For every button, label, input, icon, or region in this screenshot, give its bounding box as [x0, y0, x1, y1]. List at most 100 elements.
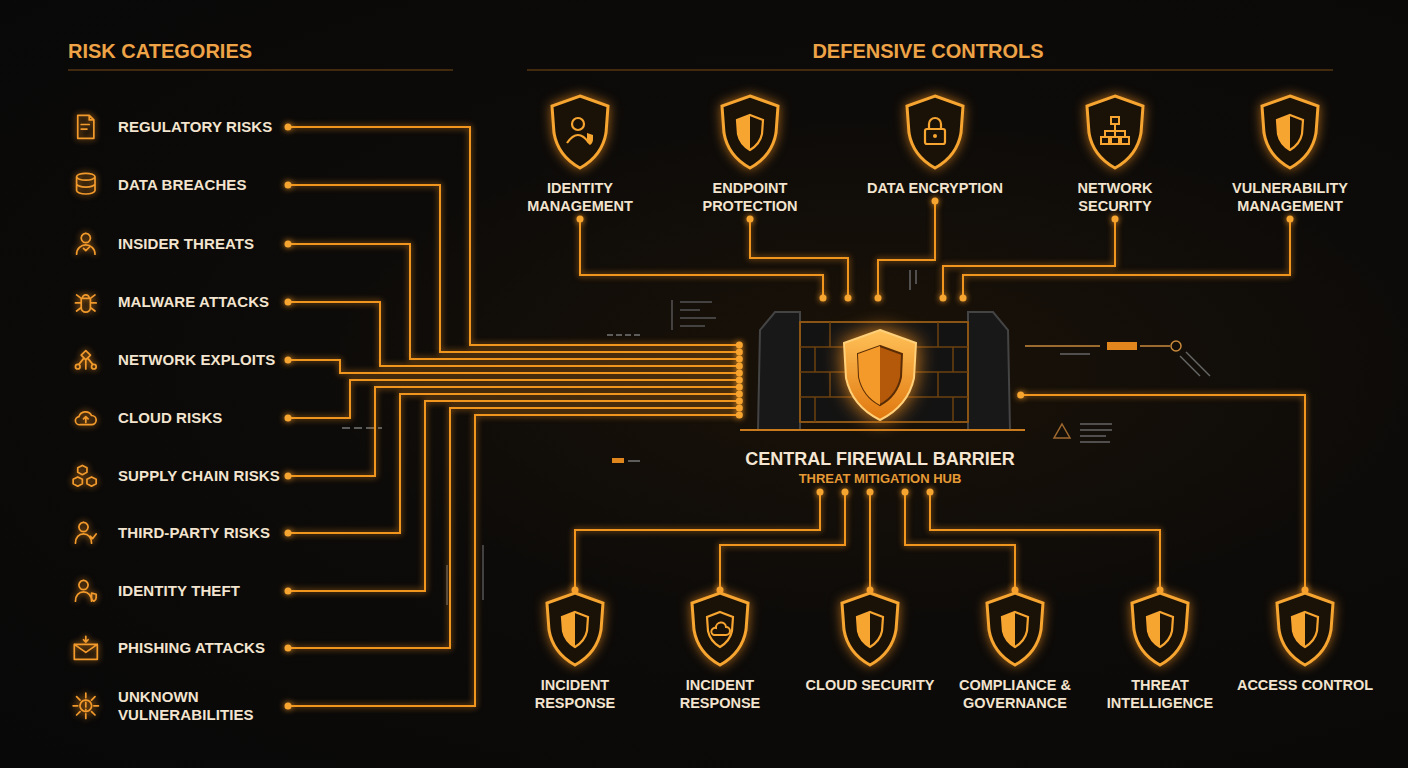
- node-label: MALWARE ATTACKS: [118, 293, 282, 311]
- shield-outline: [1082, 93, 1148, 171]
- control-shield: CLOUD SECURITY: [800, 590, 940, 698]
- connector-group: [747, 216, 852, 302]
- risk-icon: [75, 295, 96, 312]
- connector: [288, 408, 739, 648]
- node-label: INSIDER THREATS: [118, 235, 282, 253]
- connector-dot: [577, 216, 584, 223]
- shield-outline: [717, 93, 783, 171]
- risk-item: INSIDER THREATS: [118, 233, 288, 255]
- connector-dot: [867, 489, 874, 496]
- node-label: REGULATORY RISKS: [118, 118, 282, 136]
- control-shield: IDENTITY MANAGEMENT: [510, 93, 650, 219]
- node-label: SUPPLY CHAIN RISKS: [118, 467, 282, 485]
- node-label: CLOUD RISKS: [118, 409, 282, 427]
- risk-item: PHISHING ATTACKS: [118, 637, 288, 659]
- connector-group: [285, 398, 743, 595]
- node-label: UNKNOWN VULNERABILITIES: [118, 688, 282, 724]
- shield-outline: [542, 590, 608, 668]
- connector-dot: [736, 384, 743, 391]
- node-label: COMPLIANCE & GOVERNANCE: [945, 676, 1085, 712]
- connector: [930, 492, 1160, 590]
- connector-dot: [875, 295, 882, 302]
- connector-dot: [932, 198, 939, 205]
- connector-dot: [285, 645, 292, 652]
- hub-box: CENTRAL FIREWALL BARRIERTHREAT MITIGATIO…: [739, 298, 1020, 492]
- connector-dot: [736, 412, 743, 419]
- connector: [288, 415, 739, 706]
- risk-item: DATA BREACHES: [118, 174, 288, 196]
- connector: [288, 401, 739, 591]
- connector-dot: [285, 530, 292, 537]
- control-shield: ENDPOINT PROTECTION: [680, 93, 820, 219]
- risk-icon: [73, 465, 96, 486]
- node-label: INCIDENT RESPONSE: [650, 676, 790, 712]
- node-label: THIRD-PARTY RISKS: [118, 524, 282, 542]
- control-shield: DATA ENCRYPTION: [865, 93, 1005, 201]
- risk-item: THIRD-PARTY RISKS: [118, 522, 288, 544]
- connector-dot: [285, 473, 292, 480]
- header-rule: [68, 69, 1333, 70]
- circuit-decoration: [342, 270, 1210, 605]
- node-label: IDENTITY THEFT: [118, 582, 282, 600]
- section-heading: DEFENSIVE CONTROLS: [812, 40, 1043, 63]
- risk-icon: [77, 233, 95, 254]
- node-label: NETWORK EXPLOITS: [118, 351, 282, 369]
- connector-group: [285, 412, 743, 710]
- shield-outline: [1127, 590, 1193, 668]
- risk-item: IDENTITY THEFT: [118, 580, 288, 602]
- node-label: PHISHING ATTACKS: [118, 639, 282, 657]
- node-label: NETWORK SECURITY: [1045, 179, 1185, 215]
- node-label: DATA BREACHES: [118, 176, 282, 194]
- node-label: CLOUD SECURITY: [800, 676, 940, 694]
- connector: [943, 219, 1115, 298]
- shield-outline: [982, 590, 1048, 668]
- control-shield: ACCESS CONTROL: [1235, 590, 1375, 698]
- node-label: ACCESS CONTROL: [1235, 676, 1375, 694]
- connector-dot: [845, 295, 852, 302]
- risk-icon: [75, 412, 96, 425]
- shield-outline: [1257, 93, 1323, 171]
- connector-dot: [960, 295, 967, 302]
- hub-subtitle: THREAT MITIGATION HUB: [745, 470, 1014, 488]
- connector-dot: [285, 357, 292, 364]
- connector-dot: [1017, 392, 1024, 399]
- connector: [750, 219, 848, 298]
- connector-group: [285, 405, 743, 652]
- node-label: VULNERABILITY MANAGEMENT: [1220, 179, 1360, 215]
- connector-dot: [736, 342, 743, 349]
- connector-group: [902, 489, 1019, 594]
- section-heading: RISK CATEGORIES: [68, 40, 252, 63]
- node-label: INCIDENT RESPONSE: [505, 676, 645, 712]
- risk-icon: [75, 580, 96, 601]
- node-label: THREAT INTELLIGENCE: [1090, 676, 1230, 712]
- connector: [963, 219, 1290, 298]
- risk-item: NETWORK EXPLOITS: [118, 349, 288, 371]
- risk-item: CLOUD RISKS: [118, 407, 288, 429]
- connector-dot: [940, 295, 947, 302]
- connector: [288, 302, 739, 366]
- connector-dot: [736, 377, 743, 384]
- shield-outline: [687, 590, 753, 668]
- shield-outline: [837, 590, 903, 668]
- control-shield: THREAT INTELLIGENCE: [1090, 590, 1230, 716]
- node-label: DATA ENCRYPTION: [865, 179, 1005, 197]
- risk-item: SUPPLY CHAIN RISKS: [118, 465, 288, 487]
- connector-group: [717, 489, 849, 594]
- hub-title: CENTRAL FIREWALL BARRIER: [745, 448, 1014, 470]
- connector: [288, 127, 739, 345]
- risk-icons: [73, 115, 98, 718]
- risk-icon: [75, 351, 96, 369]
- connector-group: [285, 299, 743, 370]
- connector: [1021, 395, 1305, 590]
- connector-dot: [736, 405, 743, 412]
- connector-dot: [285, 241, 292, 248]
- risk-item: UNKNOWN VULNERABILITIES: [118, 686, 288, 726]
- node-label: ENDPOINT PROTECTION: [680, 179, 820, 215]
- connector-dot: [285, 588, 292, 595]
- connector: [288, 380, 739, 418]
- risk-icon: [73, 693, 98, 718]
- connector-dot: [736, 370, 743, 377]
- connector-dot: [842, 489, 849, 496]
- connector-dot: [285, 299, 292, 306]
